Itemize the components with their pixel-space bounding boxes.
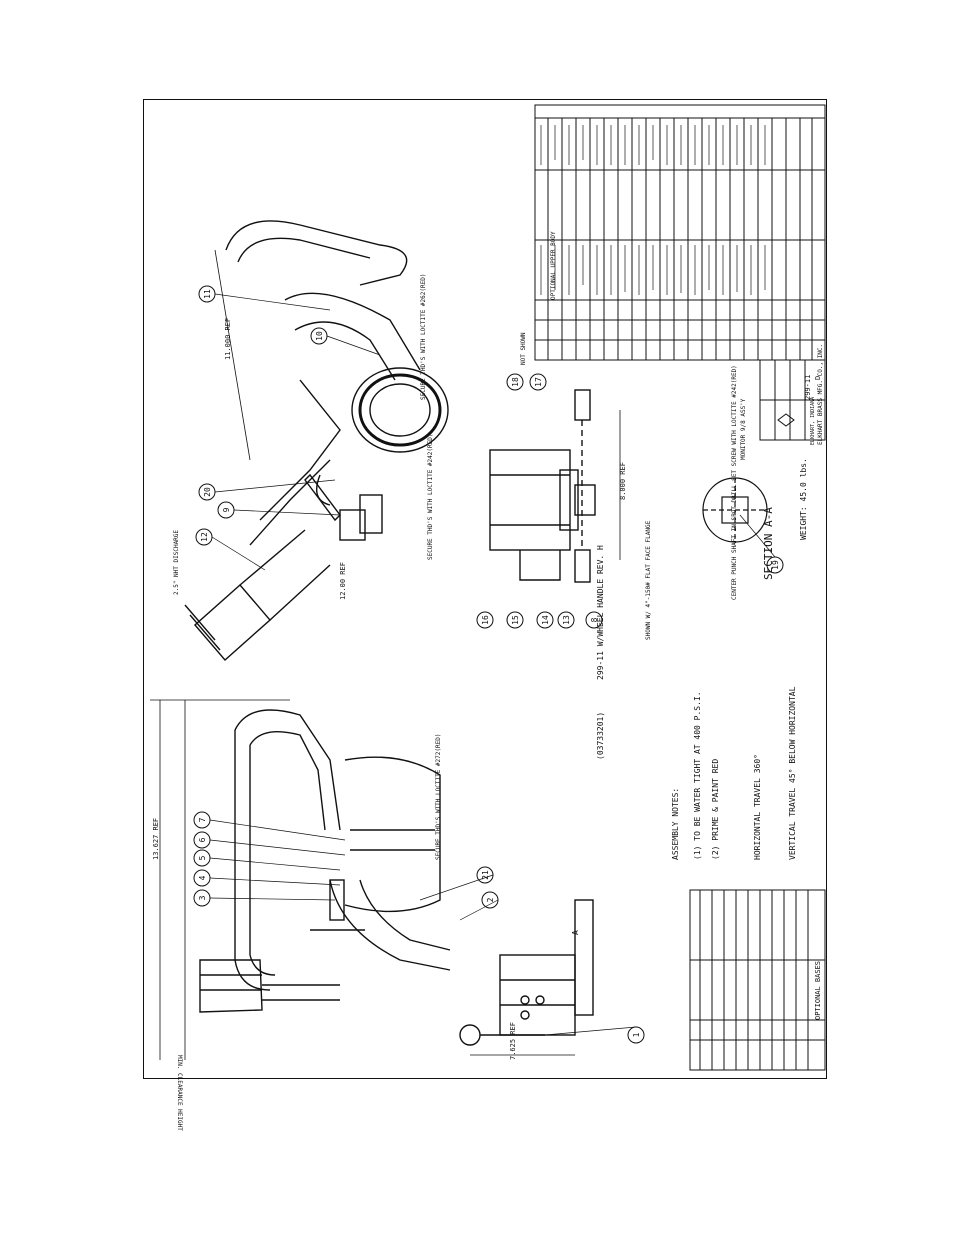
title-block: [759, 359, 826, 441]
balloon-14: [536, 611, 554, 629]
balloon-label: 1: [632, 1032, 641, 1037]
loctite-262-callout: SECURE THD'S WITH LOCTITE #262(RED): [420, 274, 427, 400]
balloon-15: [506, 611, 524, 629]
balloon-label: 15: [511, 615, 520, 625]
balloon-label: 4: [198, 875, 207, 880]
drawing-sheet: [143, 99, 827, 1079]
monitor-base-label: MONITOR 9/8 ASS'Y: [740, 398, 747, 460]
balloon-label: 14: [541, 615, 550, 625]
drawing-texts: (03733201) 299-11 W/WHEEL HANDLE REV. H …: [152, 231, 824, 1131]
balloon-16: [476, 611, 494, 629]
upper-view: [184, 220, 449, 661]
section-marker: A: [571, 930, 580, 935]
balloon-label: 13: [562, 615, 571, 625]
dim-clearance: MIN. CLEARANCE HEIGHT: [176, 1055, 183, 1131]
balloon-label: 3: [198, 895, 207, 900]
dim-12-00: 12.00 REF: [339, 562, 347, 600]
flange-callout: SHOWN W/ 4"-150# FLAT FACE FLANGE: [645, 520, 652, 640]
base-view: [489, 389, 621, 583]
weight-label: WEIGHT: 45.0 lbs.: [799, 458, 808, 540]
balloon-17: [529, 373, 547, 391]
loctite-272-callout: SECURE THD'S WITH LOCTITE #272(RED): [435, 734, 442, 860]
balloon-labels: 11 10 20 9 12 18 17 16 15 14 13 8 19 7 6…: [198, 289, 780, 1037]
rev-label: D: [814, 376, 822, 380]
optional-upper-body: OPTIONAL UPPER BODY: [550, 231, 557, 300]
balloon-label: 8: [590, 617, 599, 622]
balloon-label: 19: [771, 560, 780, 570]
horizontal-travel: HORIZONTAL TRAVEL 360°: [753, 754, 762, 860]
balloon-13: [557, 611, 575, 629]
vertical-travel: VERTICAL TRAVEL 45° BELOW HORIZONTAL: [788, 686, 797, 860]
not-shown-label: NOT SHOWN: [520, 332, 527, 365]
balloon-label: 6: [198, 837, 207, 842]
bom-text-lines: [540, 125, 766, 295]
dim-13-627: 13.627 REF: [152, 818, 160, 860]
balloon-label: 16: [481, 615, 490, 625]
balloon-label: 21: [481, 870, 490, 880]
dim-8-000: 8.000 REF: [619, 462, 627, 500]
balloon-label: 7: [198, 817, 207, 822]
dimension-lines: [150, 699, 575, 1060]
balloon-label: 9: [222, 507, 231, 512]
balloon-label: 2: [486, 897, 495, 902]
balloon-label: 17: [534, 377, 543, 387]
balloon-label: 12: [200, 532, 209, 542]
note-1: (1) TO BE WATER TIGHT AT 400 P.S.I.: [693, 691, 702, 860]
balloon-leaders: [209, 293, 776, 1036]
notes-heading: ASSEMBLY NOTES:: [671, 788, 680, 860]
section-a-a: [702, 477, 768, 543]
balloon-8: [585, 611, 603, 629]
optional-bases-table: [689, 889, 826, 1071]
company-name: ELKHART BRASS MFG. CO., INC.: [817, 344, 824, 445]
optional-bases-title: OPTIONAL BASES: [814, 961, 822, 1020]
note-2: (2) PRIME & PAINT RED: [711, 759, 720, 860]
balloon-18: [506, 373, 524, 391]
balloon-label: 18: [511, 377, 520, 387]
balloon-label: 10: [315, 331, 324, 341]
part-label: 299-11: [804, 375, 812, 400]
set-screw-callout: CENTER PUNCH SHAFT IN SPOT DRILL SET SCR…: [731, 365, 738, 600]
side-view: [199, 709, 594, 1046]
drawing-title: 299-11 W/WHEEL HANDLE REV. H: [596, 545, 605, 680]
balloon-label: 11: [203, 289, 212, 299]
section-title: SECTION A-A: [762, 507, 775, 580]
company-city: ELKHART, INDIANA: [810, 397, 816, 445]
dim-11-000: 11.000 REF: [224, 318, 232, 360]
discharge-callout: 2.5" NHT DISCHARGE: [173, 530, 180, 595]
balloons: [193, 285, 784, 1044]
loctite-242-callout: SECURE THD'S WITH LOCTITE #242(RED): [427, 434, 434, 560]
balloon-label: 20: [203, 487, 212, 497]
dim-7-625: 7.625 REF: [509, 1022, 517, 1060]
balloon-label: 5: [198, 855, 207, 860]
drawing-number: (03733201): [596, 712, 605, 760]
bom-strip: [534, 104, 826, 361]
